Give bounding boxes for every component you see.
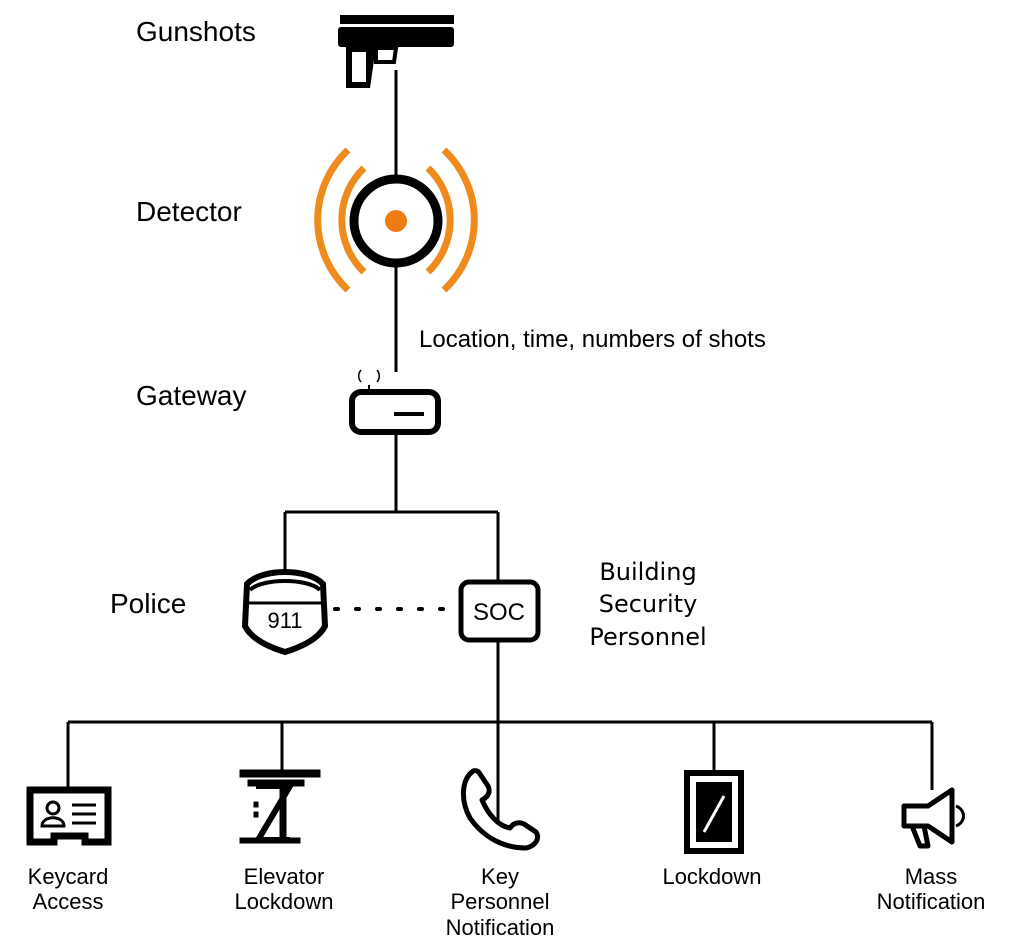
soc-security-line-2: Security <box>598 590 698 619</box>
lockdown-door-icon <box>684 770 744 854</box>
action-line: Keycard <box>27 864 109 889</box>
soc-security-line-3: Personnel <box>589 622 707 651</box>
action-line: Personnel <box>450 889 550 915</box>
action-line: Lockdown <box>234 889 334 915</box>
gunshots-label: Gunshots <box>136 16 256 47</box>
action-line: Elevator <box>243 864 325 889</box>
detector-label: Detector <box>136 196 242 227</box>
action-key-personnel-label: Key Personnel Notification <box>430 864 570 940</box>
action-elevator-label: Elevator Lockdown <box>214 864 354 915</box>
edge-note-label: Location, time, numbers of shots <box>419 326 766 353</box>
detector-icon <box>314 147 478 293</box>
action-line: Key <box>481 864 519 889</box>
action-line: Lockdown <box>662 864 762 889</box>
soc-security-line-1: Building <box>599 558 697 586</box>
police-label: Police <box>110 588 187 619</box>
phone-icon <box>461 768 541 851</box>
action-lockdown-label: Lockdown <box>642 864 782 889</box>
elevator-icon <box>239 769 321 844</box>
police-shield-icon: 911 <box>241 569 329 656</box>
gun-icon <box>338 15 454 88</box>
connector-lines <box>66 70 934 830</box>
gateway-icon <box>349 369 441 435</box>
police-badge-number: 911 <box>267 608 302 633</box>
megaphone-icon <box>901 787 965 849</box>
gateway-label: Gateway <box>136 380 247 411</box>
action-mass-notification-label: Mass Notification <box>864 864 998 915</box>
action-line: Mass <box>904 864 958 889</box>
action-line: Access <box>32 889 104 915</box>
keycard-icon <box>26 786 112 846</box>
action-line: Notification <box>445 914 555 940</box>
soc-security-label: Building Security Personnel <box>548 556 748 653</box>
soc-icon: SOC <box>458 579 541 643</box>
soc-label: SOC <box>473 599 525 626</box>
action-line: Notification <box>876 889 986 915</box>
action-keycard-label: Keycard Access <box>8 864 128 915</box>
